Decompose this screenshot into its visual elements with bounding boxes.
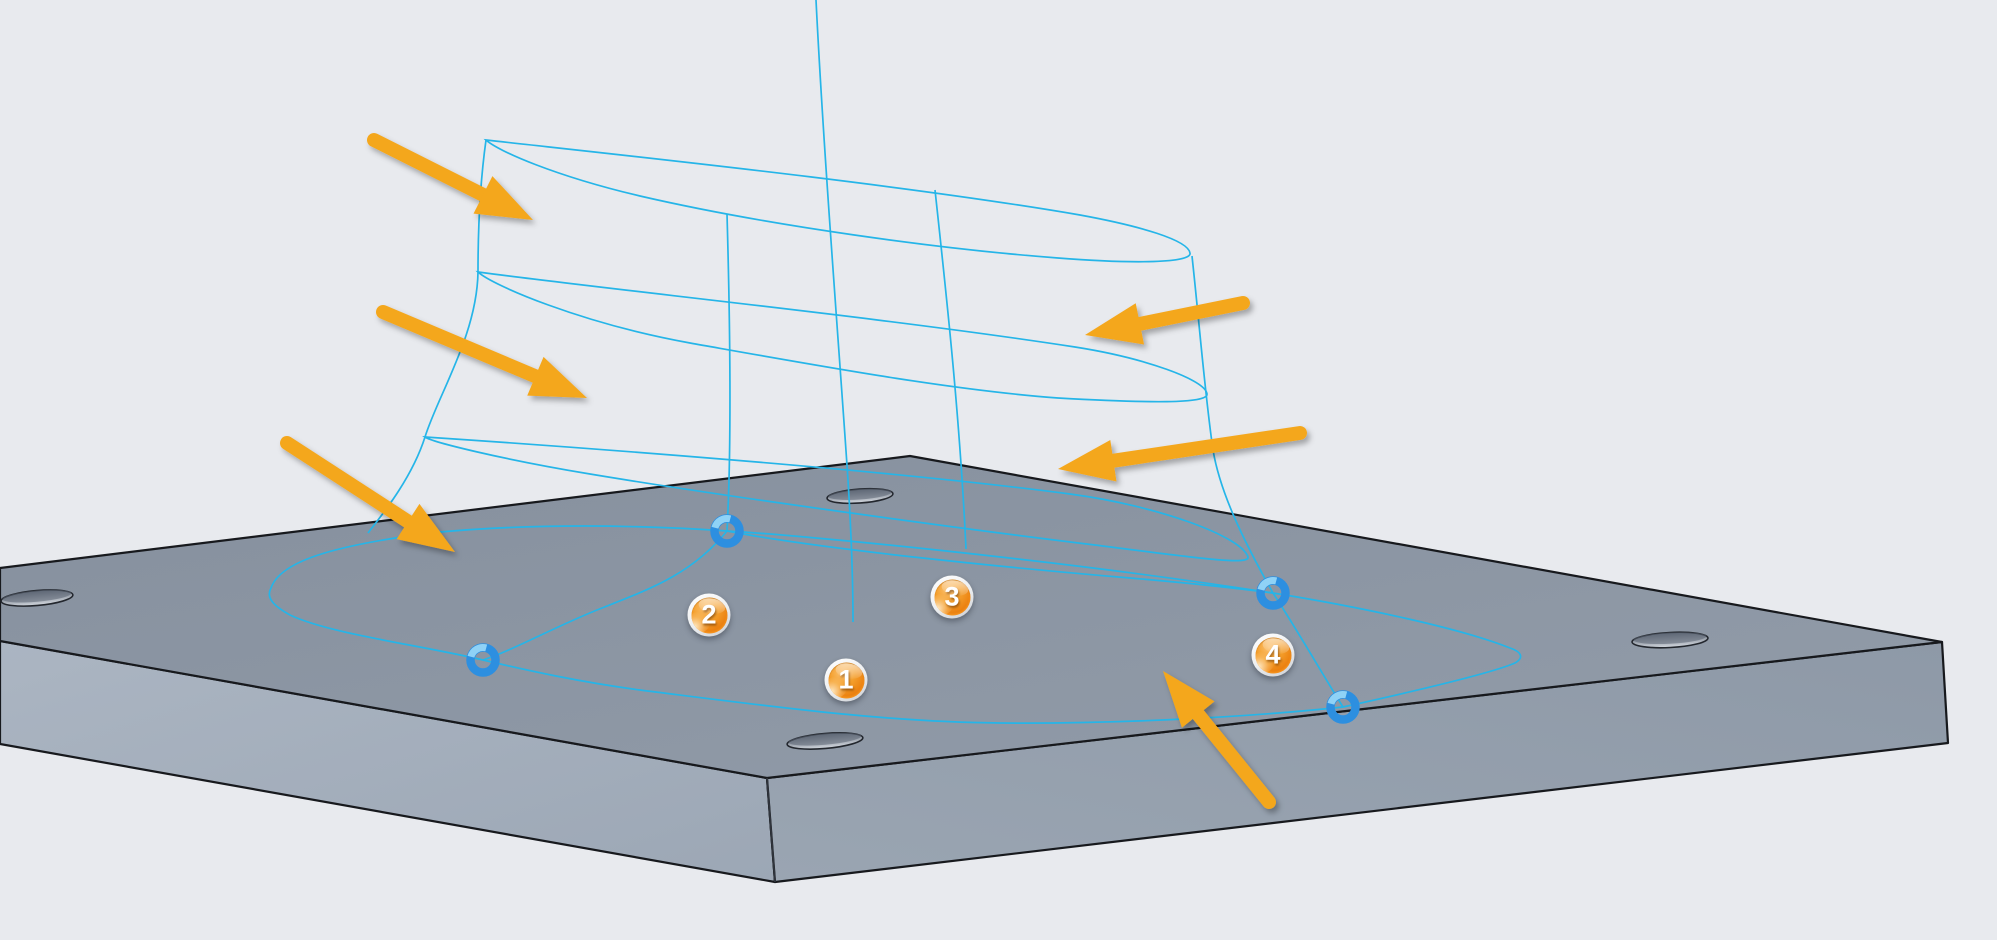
callout-arrow-top-left <box>367 133 533 220</box>
callout-arrow-bottom <box>1163 671 1276 809</box>
datum-point-marker-3[interactable] <box>1256 576 1290 610</box>
callout-arrow-mid-right <box>1058 426 1307 482</box>
marker-highlight <box>1257 577 1278 592</box>
plate-hole[interactable] <box>0 587 74 608</box>
callout-arrow-upper-right <box>1085 296 1250 345</box>
interior-arc-right[interactable] <box>726 530 1274 594</box>
plate-front-corner-edge <box>766 777 776 883</box>
datum-point-markers <box>466 514 1360 724</box>
guide-curve-left[interactable] <box>726 213 731 532</box>
datum-point-marker-4[interactable] <box>1326 690 1360 724</box>
base-plate[interactable] <box>0 454 1950 884</box>
base-loop-curve[interactable] <box>268 525 1522 724</box>
callout-arrows <box>280 133 1307 809</box>
marker-highlight <box>711 515 732 530</box>
callout-arrow-lower-left <box>280 436 455 552</box>
plate-hole[interactable] <box>1631 631 1709 650</box>
datum-point-marker-2[interactable] <box>466 643 500 677</box>
interior-arc-left[interactable] <box>482 530 728 661</box>
marker-highlight <box>1327 691 1348 706</box>
helix-axis-curve[interactable] <box>815 0 854 623</box>
guide-curve-right[interactable] <box>934 189 967 550</box>
plate-hole[interactable] <box>826 487 894 506</box>
helix-coil-1[interactable] <box>483 138 1191 263</box>
plate-hole[interactable] <box>786 730 864 752</box>
marker-highlight <box>467 644 488 659</box>
callout-arrow-mid-left <box>376 305 587 398</box>
helix-coil-3[interactable] <box>422 435 1249 562</box>
datum-point-marker-1[interactable] <box>710 514 744 548</box>
helix-coil-2[interactable] <box>475 270 1208 403</box>
